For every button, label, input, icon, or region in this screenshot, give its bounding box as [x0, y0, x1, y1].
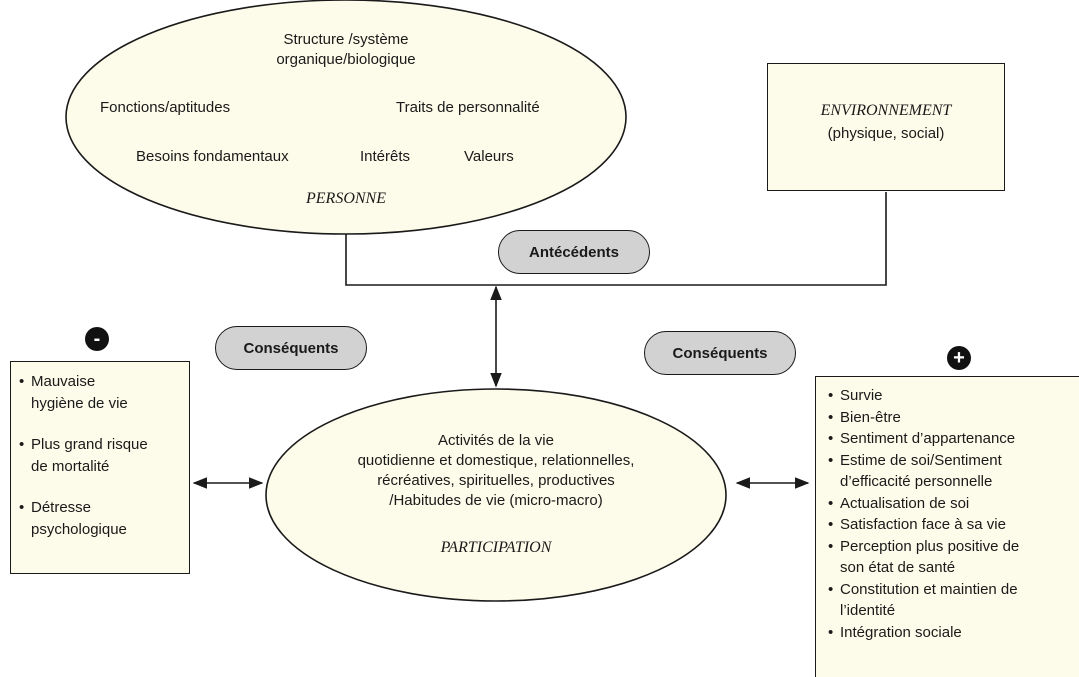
plus-sign-icon: + [947, 346, 971, 370]
participation-line2: quotidienne et domestique, relationnelle… [357, 452, 635, 469]
consequence-item: • Mauvaise hygiène de vie [19, 371, 189, 414]
environnement-subtitle: (physique, social) [827, 125, 945, 142]
consequence-item: • Satisfaction face à sa vie [828, 514, 1079, 536]
bullet-icon: • [828, 451, 834, 469]
consequence-item: • Estime de soi/Sentiment d’efficacité per… [828, 450, 1079, 493]
consequence-line: Actualisation de soi [840, 494, 970, 512]
bullet-icon: • [828, 494, 834, 512]
consequence-item: • Sentiment d’appartenance [828, 428, 1079, 450]
consequence-line: hygiène de vie [31, 394, 128, 412]
consequence-item: • Perception plus positive de son état de … [828, 536, 1079, 579]
negative-list: • Mauvaise hygiène de vie • Plus grand risqu… [19, 371, 189, 540]
consequence-line: psychologique [31, 520, 127, 538]
consequence-item: • Intégration sociale [828, 622, 1079, 644]
personne-title: PERSONNE [306, 190, 386, 207]
personne-structure: Structure /système organique/biologique [246, 30, 446, 70]
minus-sign-icon: - [85, 327, 109, 351]
consequence-item: • Détresse psychologique [19, 497, 189, 540]
interets-label: Intérêts [360, 148, 411, 165]
consequence-line: Estime de soi/Sentiment [840, 451, 1002, 469]
bullet-icon: • [828, 537, 834, 555]
consequence-line: Sentiment d’appartenance [840, 430, 1016, 447]
bullet-icon: • [19, 436, 25, 453]
consequence-line: Intégration sociale [840, 623, 962, 641]
consequence-item: • Bien-être [828, 407, 1079, 429]
bullet-icon: • [828, 516, 834, 533]
consequence-item: • Survie [828, 385, 1079, 407]
traits-label: Traits de personnalité [396, 99, 540, 116]
bullet-icon: • [828, 408, 834, 426]
besoins-label: Besoins fondamentaux [136, 148, 289, 165]
environnement-title: ENVIRONNEMENT [820, 102, 952, 119]
bullet-icon: • [828, 387, 834, 404]
bullet-icon: • [828, 580, 834, 598]
consequence-item: • Constitution et maintien de l’identité [828, 579, 1079, 622]
bullet-icon: • [19, 499, 25, 516]
bullet-icon: • [19, 373, 25, 390]
consequence-line: de mortalité [31, 457, 110, 475]
consequence-line: Détresse [31, 499, 92, 516]
participation-line1: Activités de la vie [438, 432, 554, 449]
consequence-item: • Plus grand risque de mortalité [19, 434, 189, 477]
participation-text: Activités de la vie quotidienne et domes… [296, 431, 696, 511]
bullet-icon: • [828, 623, 834, 641]
structure-line2: organique/biologique [276, 51, 416, 68]
participation-title: PARTICIPATION [440, 539, 552, 556]
consequence-line: Survie [840, 387, 883, 404]
positive-consequences-box: • Survie • Bien-être • Sentiment d’appartenan… [815, 376, 1079, 677]
antecedents-connector [345, 192, 887, 286]
valeurs-label: Valeurs [464, 148, 514, 165]
consequence-line: Perception plus positive de [840, 537, 1020, 555]
consequence-line: son état de santé [840, 559, 956, 576]
antecedents-pill: Antécédents [498, 230, 650, 274]
consequence-line: l’identité [840, 602, 896, 619]
consequence-line: Satisfaction face à sa vie [840, 516, 1006, 533]
consequence-item: • Actualisation de soi [828, 493, 1079, 515]
environnement-box: ENVIRONNEMENT (physique, social) [767, 63, 1005, 191]
consequence-line: d’efficacité personnelle [840, 473, 993, 490]
fonctions-label: Fonctions/aptitudes [100, 99, 231, 116]
bullet-icon: • [828, 430, 834, 447]
participation-ellipse [265, 388, 727, 602]
consequents-left-pill: Conséquents [215, 326, 367, 370]
positive-list: • Survie • Bien-être • Sentiment d’appartenan… [828, 385, 1079, 643]
consequence-line: Bien-être [840, 408, 901, 426]
structure-line1: Structure /système [283, 31, 409, 48]
consequents-right-pill: Conséquents [644, 331, 796, 375]
consequence-line: Mauvaise [31, 373, 96, 390]
consequence-line: Plus grand risque [31, 436, 148, 453]
consequence-line: Constitution et maintien de [840, 580, 1018, 598]
negative-consequences-box: • Mauvaise hygiène de vie • Plus grand risqu… [10, 361, 190, 574]
participation-line4: /Habitudes de vie (micro-macro) [389, 492, 603, 509]
participation-line3: récréatives, spirituelles, productives [377, 472, 615, 489]
